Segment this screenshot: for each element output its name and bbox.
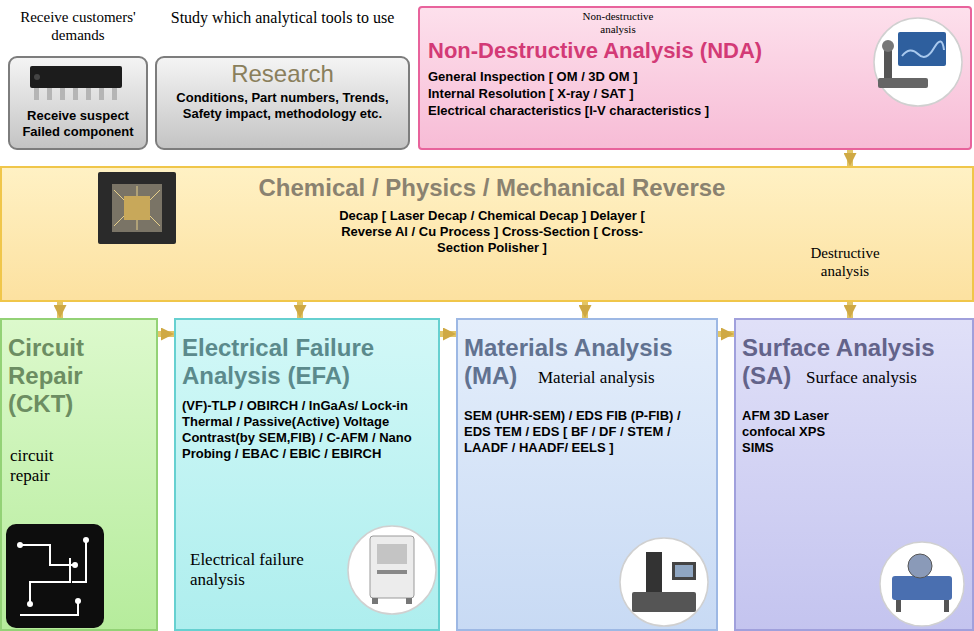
text-slot: Internal Resolution [ X-ray / SAT ] xyxy=(428,85,728,102)
connector-group xyxy=(60,150,850,334)
step-caption: Electrical failure analysis xyxy=(190,550,320,590)
chip-notch xyxy=(34,74,40,80)
step-caption: Study which analytical tools to use xyxy=(167,8,398,27)
text-slot: Circuit Repair (CKT) xyxy=(8,334,153,418)
method-line: Internal Resolution [ X-ray / SAT ] xyxy=(428,85,728,102)
text-slot: Destructive analysis xyxy=(790,244,900,280)
text-slot: Research xyxy=(157,60,408,88)
text-slot: circuit repair xyxy=(10,446,80,486)
tool-frame xyxy=(892,576,952,600)
ma-box: Materials Analysis (MA)Material analysis… xyxy=(456,318,718,631)
step-caption: Surface analysis xyxy=(806,368,966,388)
step-caption: circuit repair xyxy=(10,446,80,486)
text-slot: Electrical Failure Analysis (EFA) xyxy=(182,334,432,390)
step-caption: Material analysis xyxy=(538,368,708,388)
method-text: AFM 3D Laser confocal XPS SIMS xyxy=(742,408,857,456)
text-slot: Electrical failure analysis xyxy=(190,550,320,590)
flow-arrow xyxy=(582,302,588,318)
flow-arrow xyxy=(847,150,853,166)
icon-ground xyxy=(6,524,104,628)
tool-monitor xyxy=(672,562,696,580)
text-slot: Receive suspect Failed component xyxy=(14,108,142,140)
text-slot: (VF)-TLP / OBIRCH / InGaAs/ Lock-in Ther… xyxy=(182,398,432,462)
text-slot: Conditions, Part numbers, Trends, Safety… xyxy=(161,90,404,122)
microscope-head xyxy=(882,40,894,52)
tool-cabinet xyxy=(370,536,414,598)
sa-box: Surface Analysis (SA)Surface analysisAFM… xyxy=(734,318,974,631)
method-line: General Inspection [ OM / 3D OM ] xyxy=(428,68,728,85)
text-slot: Surface analysis xyxy=(806,368,966,388)
step-caption: Receive customers' demands xyxy=(8,8,148,44)
box-text: Receive suspect Failed component xyxy=(14,108,142,140)
monitor xyxy=(898,32,946,66)
box-heading: Circuit Repair (CKT) xyxy=(8,334,153,418)
die-picture xyxy=(98,172,176,244)
flow-arrow xyxy=(718,331,734,337)
tool-column xyxy=(646,552,662,592)
text-slot: Electrical characteristics [I-V characte… xyxy=(428,102,728,119)
box-heading: Non-Destructive Analysis (NDA) xyxy=(428,38,848,64)
text-slot: Non-destructive analysis xyxy=(566,10,670,36)
text-slot: Receive customers' demands xyxy=(8,8,148,44)
microscope-base xyxy=(878,78,928,88)
flow-arrow xyxy=(847,302,853,318)
efa-tool-picture xyxy=(348,526,436,614)
flow-arrow xyxy=(57,302,63,318)
picture-disc xyxy=(348,526,436,614)
tool-window xyxy=(377,544,407,564)
picture-disc xyxy=(874,18,962,106)
box-heading: Electrical Failure Analysis (EFA) xyxy=(182,334,432,390)
circuit-icon xyxy=(6,524,104,628)
text-slot: Chemical / Physics / Mechanical Reverse xyxy=(192,174,792,202)
efa-box: Electrical Failure Analysis (EFA) (VF)-TL… xyxy=(174,318,440,631)
monitor-image xyxy=(902,41,944,56)
tool-desk xyxy=(632,592,696,612)
band-heading: Chemical / Physics / Mechanical Reverse xyxy=(192,174,792,202)
reverse-band: Chemical / Physics / Mechanical ReverseD… xyxy=(0,166,974,302)
text-slot: Decap [ Laser Decap / Chemical Decap ] D… xyxy=(328,208,656,256)
box-text: Conditions, Part numbers, Trends, Safety… xyxy=(161,90,404,122)
ckt-box: Circuit Repair (CKT) circuit repair xyxy=(0,318,158,631)
tool-chamber xyxy=(908,554,932,578)
flow-arrow xyxy=(297,302,303,318)
package xyxy=(98,172,176,244)
method-text: (VF)-TLP / OBIRCH / InGaAs/ Lock-in Ther… xyxy=(182,398,432,462)
research-box: Study which analytical tools to useResea… xyxy=(155,56,410,150)
picture-disc xyxy=(880,542,964,626)
input-box: Receive customers' demandsReceive suspec… xyxy=(8,56,148,150)
nda-box: Non-destructive analysisNon-Destructive … xyxy=(418,6,972,150)
circuit-traces xyxy=(20,540,86,615)
text-slot: General Inspection [ OM / 3D OM ] xyxy=(428,68,728,85)
cavity xyxy=(112,184,162,232)
text-slot: SEM (UHR-SEM) / EDS FIB (P-FIB) / EDS TE… xyxy=(464,408,704,456)
bond-wires xyxy=(114,186,160,230)
text-slot: Non-Destructive Analysis (NDA) xyxy=(428,38,848,64)
die xyxy=(124,196,150,220)
box-heading: Research xyxy=(157,60,408,88)
step-caption: Non-destructive analysis xyxy=(566,10,670,36)
sa-tool-picture xyxy=(880,542,964,626)
step-caption: Destructive analysis xyxy=(790,244,900,280)
method-line: Electrical characteristics [I-V characte… xyxy=(428,102,728,119)
chip-pins xyxy=(34,88,117,100)
tool-slot xyxy=(377,570,407,574)
ic-chip-picture xyxy=(30,66,122,100)
text-slot: Material analysis xyxy=(538,368,708,388)
picture-disc xyxy=(620,538,708,626)
method-text: Decap [ Laser Decap / Chemical Decap ] D… xyxy=(328,208,656,256)
text-slot: AFM 3D Laser confocal XPS SIMS xyxy=(742,408,857,456)
microscope-picture xyxy=(874,18,962,106)
ma-tool-picture xyxy=(620,538,708,626)
flow-arrow xyxy=(440,331,456,337)
microscope-column xyxy=(884,46,892,78)
method-text: SEM (UHR-SEM) / EDS FIB (P-FIB) / EDS TE… xyxy=(464,408,704,456)
text-slot: Study which analytical tools to use xyxy=(167,8,398,27)
flow-arrow xyxy=(158,331,174,337)
chip-body xyxy=(30,66,122,88)
